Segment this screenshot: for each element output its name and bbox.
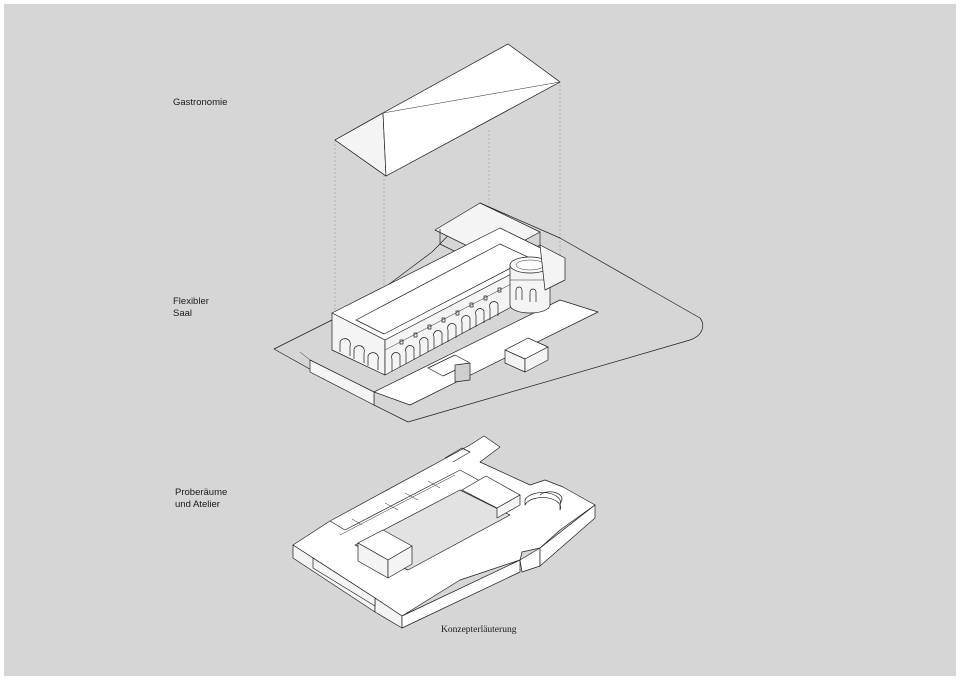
label-flexibler-saal: Flexibler Saal bbox=[173, 296, 209, 319]
main-building bbox=[331, 202, 566, 383]
label-gastronomie: Gastronomie bbox=[173, 97, 228, 108]
window-row bbox=[384, 281, 516, 351]
round-tower bbox=[509, 256, 551, 314]
caption: Konzepterläuterung bbox=[441, 625, 517, 635]
label-proberaeume: Proberäume und Atelier bbox=[175, 487, 228, 510]
roof-volume bbox=[334, 43, 561, 177]
arcade-arches bbox=[339, 301, 499, 371]
floor-plan-volume bbox=[292, 435, 596, 629]
